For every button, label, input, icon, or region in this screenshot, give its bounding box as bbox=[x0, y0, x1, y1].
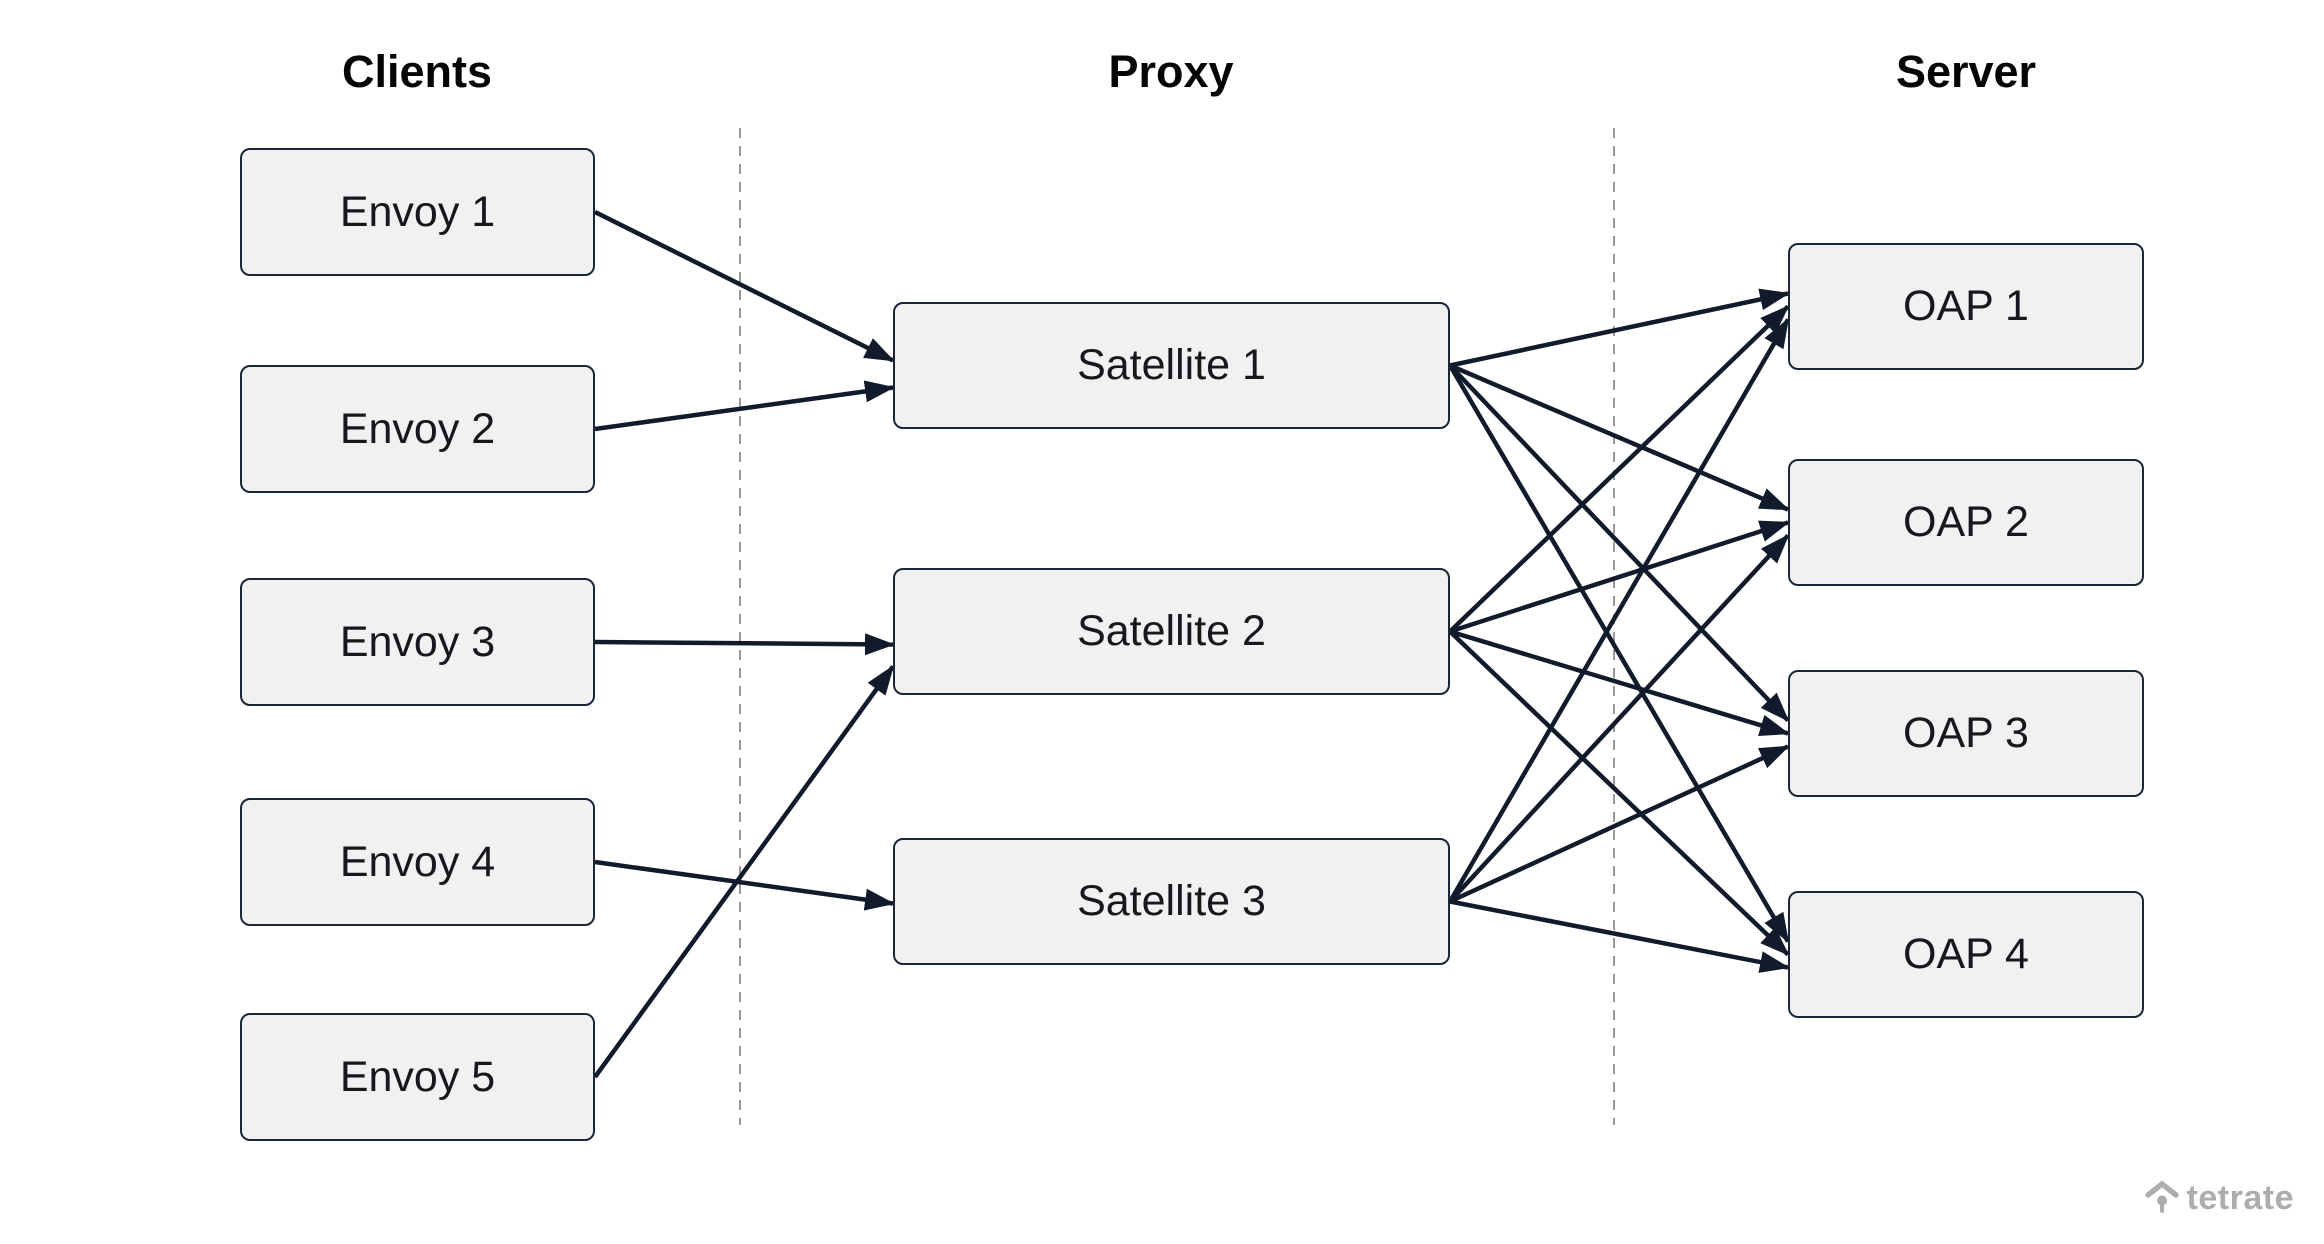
node-label-oap2: OAP 2 bbox=[1903, 498, 2029, 546]
column-separator-lines bbox=[739, 128, 1615, 1125]
node-label-envoy2: Envoy 2 bbox=[339, 404, 496, 453]
edge-satellite1-to-oap2 bbox=[1449, 363, 1790, 512]
node-oap2: OAP 2 bbox=[1788, 459, 2144, 586]
node-label-envoy1: Envoy 1 bbox=[339, 187, 496, 236]
edge-satellite3-to-oap4 bbox=[1449, 899, 1790, 973]
edge-satellite2-to-oap2 bbox=[1449, 520, 1790, 634]
node-label-oap4: OAP 4 bbox=[1903, 930, 2029, 978]
node-envoy4: Envoy 4 bbox=[240, 798, 595, 926]
column-header-proxy: Proxy bbox=[1108, 46, 1234, 97]
node-label-oap3: OAP 3 bbox=[1903, 709, 2029, 757]
edge-satellite3-to-oap2 bbox=[1448, 533, 1790, 904]
node-label-oap1: OAP 1 bbox=[1903, 282, 2029, 330]
node-satellite1: Satellite 1 bbox=[893, 302, 1450, 429]
edge-envoy2-to-satellite1 bbox=[594, 380, 895, 432]
edge-satellite2-to-oap1 bbox=[1448, 304, 1790, 634]
edge-satellite3-to-oap3 bbox=[1449, 744, 1790, 904]
node-envoy5: Envoy 5 bbox=[240, 1013, 595, 1141]
node-envoy2: Envoy 2 bbox=[240, 365, 595, 493]
node-label-satellite3: Satellite 3 bbox=[1077, 877, 1266, 925]
edge-satellite1-to-oap3 bbox=[1448, 363, 1790, 723]
node-oap3: OAP 3 bbox=[1788, 670, 2144, 797]
edge-lines bbox=[593, 209, 1790, 1079]
node-satellite3: Satellite 3 bbox=[893, 838, 1450, 965]
edge-envoy1-to-satellite1 bbox=[593, 209, 895, 363]
edge-envoy4-to-satellite3 bbox=[594, 859, 895, 911]
node-label-satellite1: Satellite 1 bbox=[1077, 341, 1266, 389]
tetrate-icon bbox=[2144, 1180, 2179, 1213]
column-header-server: Server bbox=[1895, 46, 2037, 97]
tetrate-logo: tetrate bbox=[2144, 1178, 2294, 1218]
node-label-envoy4: Envoy 4 bbox=[339, 837, 496, 886]
edge-satellite1-to-oap1 bbox=[1449, 288, 1790, 368]
node-satellite2: Satellite 2 bbox=[893, 568, 1450, 695]
edge-satellite2-to-oap4 bbox=[1448, 629, 1790, 957]
edge-envoy3-to-satellite2 bbox=[594, 633, 895, 656]
edge-satellite1-to-oap4 bbox=[1448, 364, 1790, 944]
edge-envoy5-to-satellite2 bbox=[593, 664, 895, 1079]
column-header-clients: Clients bbox=[341, 46, 493, 97]
node-label-envoy3: Envoy 3 bbox=[339, 617, 496, 666]
node-label-envoy5: Envoy 5 bbox=[339, 1052, 496, 1101]
edge-satellite3-to-oap1 bbox=[1448, 317, 1790, 903]
edge-satellite2-to-oap3 bbox=[1449, 629, 1790, 736]
node-oap4: OAP 4 bbox=[1788, 891, 2144, 1018]
tetrate-wordmark: tetrate bbox=[2186, 1178, 2294, 1217]
node-label-satellite2: Satellite 2 bbox=[1077, 607, 1266, 655]
node-envoy1: Envoy 1 bbox=[240, 148, 595, 276]
node-oap1: OAP 1 bbox=[1788, 243, 2144, 370]
node-envoy3: Envoy 3 bbox=[240, 578, 595, 706]
